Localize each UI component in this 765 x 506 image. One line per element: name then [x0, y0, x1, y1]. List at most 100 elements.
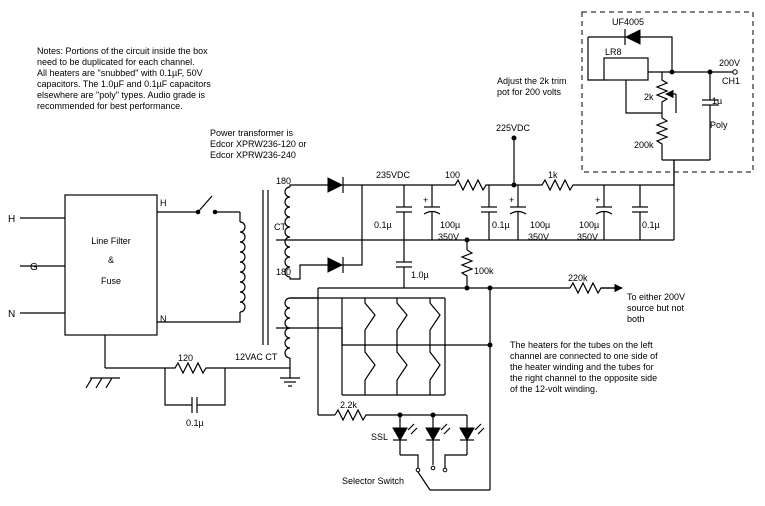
trim-2k-label: 2k: [644, 92, 654, 102]
resistor-200k-label: 200k: [634, 140, 654, 150]
lr8-label: LR8: [605, 47, 622, 57]
tap-180-bottom: 180: [276, 267, 291, 277]
note-line: pot for 200 volts: [497, 87, 562, 97]
out-200v-label: 200V: [719, 58, 740, 68]
cap-1u-poly: [702, 72, 718, 160]
resistor-120-label: 120: [178, 353, 193, 363]
cap-100u-b-label: 100µ: [530, 220, 550, 230]
note-line: of the 12-volt winding.: [510, 384, 598, 394]
note-line: The heaters for the tubes on the left: [510, 340, 653, 350]
resistor-1k: [514, 178, 674, 192]
mains-inputs: [20, 217, 65, 314]
note-line: both: [627, 314, 645, 324]
rectifier-diode-top: [327, 177, 344, 193]
ssl-label: SSL: [371, 432, 388, 442]
lr8-regulator: [603, 57, 649, 81]
channel-box: [581, 11, 754, 173]
cap-0.1-c-label: 0.1µ: [642, 220, 660, 230]
note-line: source but not: [627, 303, 685, 313]
heater-filaments: [342, 298, 446, 396]
selector-switch-label: Selector Switch: [342, 476, 404, 486]
resistor-100k: [460, 249, 474, 288]
b-plus-235: 235VDC: [376, 170, 411, 180]
ground-icon: [280, 377, 300, 387]
note-line: All heaters are "snubbed" with 0.1µF, 50…: [37, 68, 203, 78]
note-line: Edcor XPRW236-240: [210, 150, 296, 160]
ssl-led-3: [459, 415, 485, 455]
resistor-100-label: 100: [445, 170, 460, 180]
plus-b: +: [509, 195, 514, 205]
note-line: To either 200V: [627, 292, 686, 302]
note-line: the right channel to the opposite side: [510, 373, 658, 383]
ssl-led-1: [392, 415, 418, 455]
cap-0.1-d-label: 0.1µ: [186, 418, 204, 428]
notes-block: Notes: Portions of the circuit inside th…: [37, 46, 211, 112]
mains-h-label: H: [8, 214, 15, 225]
cap-1u-label: 1µ: [712, 96, 722, 106]
note-line: the heater winding and the tubes for: [510, 362, 654, 372]
note-line: Adjust the 2k trim: [497, 76, 567, 86]
trim-pot-2k: [655, 72, 669, 110]
cap-0.1-a-label: 0.1µ: [374, 220, 392, 230]
transformer-note: Power transformer is Edcor XPRW236-120 o…: [210, 128, 306, 161]
tap-180-top: 180: [276, 176, 291, 186]
cap-100u-a: [423, 185, 441, 240]
plus-a: +: [423, 195, 428, 205]
cap-100u-b: [509, 185, 527, 240]
resistor-100k-label: 100k: [474, 266, 494, 276]
filter-n-out: N: [160, 314, 167, 324]
note-line: Power transformer is: [210, 128, 294, 138]
note-line: Notes: Portions of the circuit inside th…: [37, 46, 208, 56]
chassis-ground-icon: [85, 377, 113, 389]
heater-note: The heaters for the tubes on the left ch…: [510, 340, 658, 395]
trim-note: Adjust the 2k trim pot for 200 volts: [497, 76, 567, 98]
cap-1.0u-label: 1.0µ: [411, 270, 429, 280]
resistor-1k-label: 1k: [548, 170, 558, 180]
cap-100u-c: [595, 185, 613, 240]
resistor-2.2k: [334, 408, 467, 422]
filter-h-out: H: [160, 198, 167, 208]
note-line: capacitors. The 1.0µF and 0.1µF capacito…: [37, 79, 211, 89]
cap-350v-b-label: 350V: [528, 232, 549, 242]
cap-0.1-b: [481, 185, 497, 240]
cap-0.1-b-label: 0.1µ: [492, 220, 510, 230]
plus-c: +: [595, 195, 600, 205]
note-line: recommended for best performance.: [37, 101, 183, 111]
note-line: elsewhere are "poly" types. Audio grade …: [37, 90, 205, 100]
mains-n-label: N: [8, 309, 15, 320]
resistor-220k: [569, 281, 622, 295]
resistor-120: [165, 361, 225, 375]
resistor-220k-label: 220k: [568, 273, 588, 283]
resistor-100: [432, 178, 514, 192]
note-line: Edcor XPRW236-120 or: [210, 139, 307, 149]
cap-1.0u: [396, 240, 412, 288]
secondary-hv-coil: [284, 186, 291, 278]
line-filter-amp: &: [108, 255, 114, 265]
poly-label: Poly: [710, 120, 728, 130]
ch1-label: CH1: [722, 76, 740, 86]
source-note: To either 200V source but not both: [627, 292, 685, 325]
tap-ct: CT: [274, 222, 286, 232]
uf4005-diode: [587, 29, 673, 81]
line-filter-label: Line Filter: [91, 236, 131, 246]
power-switch: [157, 195, 241, 222]
line-filter-box: [64, 194, 158, 336]
heater-12vac-label: 12VAC CT: [235, 352, 278, 362]
resistor-200k: [655, 117, 669, 160]
cap-100u-c-label: 100µ: [579, 220, 599, 230]
cap-350v-a-label: 350V: [438, 232, 459, 242]
cap-350v-c-label: 350V: [577, 232, 598, 242]
uf4005-label: UF4005: [612, 17, 644, 27]
ssl-led-2: [425, 415, 451, 465]
cap-0.1-c: [632, 185, 648, 240]
mains-g-label: G: [30, 262, 38, 273]
cap-100u-a-label: 100µ: [440, 220, 460, 230]
rectifier-diode-bottom: [327, 257, 344, 273]
selector-switch: [400, 454, 490, 491]
note-line: channel are connected to one side of: [510, 351, 658, 361]
cap-0.1-a: [396, 185, 412, 240]
line-filter-fuse: Fuse: [101, 276, 121, 286]
primary-coil: [239, 221, 246, 313]
